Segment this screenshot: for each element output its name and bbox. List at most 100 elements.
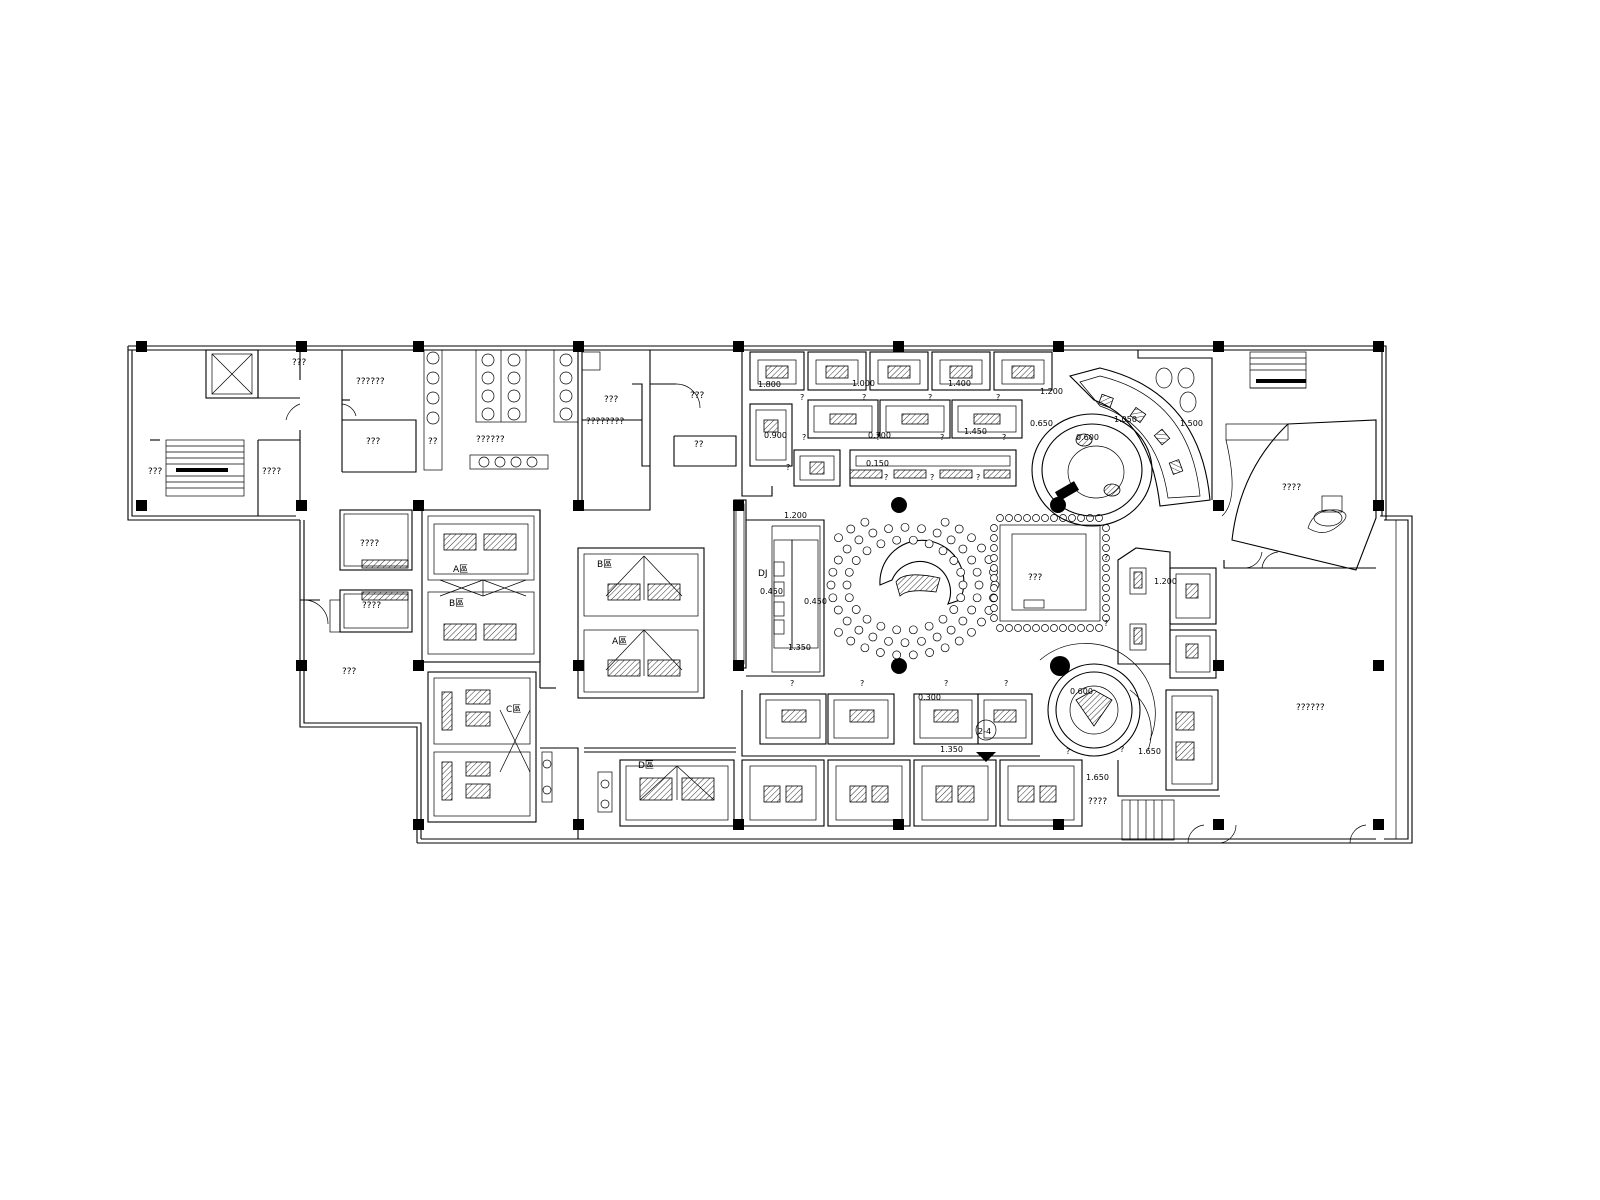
seat-dot	[949, 556, 959, 565]
seat-dot	[967, 627, 976, 637]
level-label: 1.050	[1114, 415, 1137, 424]
seat-dot	[828, 567, 838, 577]
room-label: ????	[362, 601, 381, 611]
seat-dot	[1068, 514, 1076, 522]
seat-dot	[1102, 564, 1110, 572]
room-label: ???	[342, 667, 357, 677]
level-label: 1.000	[852, 379, 875, 388]
room-label: ???	[366, 437, 381, 447]
question-mark: ?	[1104, 553, 1108, 562]
room-label: ???	[604, 395, 619, 405]
seat-dot	[990, 574, 998, 582]
level-label: 0.900	[764, 431, 787, 440]
seat-dot	[1032, 514, 1040, 522]
level-label: 0.450	[804, 597, 827, 606]
seat-dot	[860, 643, 870, 653]
booth-label: B區	[449, 598, 464, 609]
seat-dot	[854, 535, 864, 545]
booth-labels: A區 B區 B區 A區 C區 D區 DJ	[449, 559, 768, 771]
left-wing	[150, 349, 417, 516]
level-label: 0.650	[1030, 419, 1053, 428]
seat-dot	[844, 593, 854, 603]
room-label: ??	[694, 440, 704, 450]
booth-label: D區	[638, 760, 654, 771]
seat-dot	[868, 528, 878, 538]
seat-dot	[1068, 624, 1076, 632]
seat-dot	[868, 632, 878, 642]
seat-dot	[1102, 544, 1110, 552]
question-mark: ?	[1104, 619, 1108, 628]
seat-dot	[990, 524, 998, 532]
seat-dot	[854, 625, 864, 635]
seat-dot	[826, 580, 836, 590]
seat-dot	[977, 543, 986, 553]
level-label: 0.600	[1076, 433, 1099, 442]
seat-dot	[1014, 624, 1022, 632]
seat-dot	[900, 522, 910, 532]
seat-dot	[924, 539, 934, 549]
seat-dot	[1102, 604, 1110, 612]
right-side-rooms	[1117, 547, 1217, 679]
seat-dot	[958, 616, 968, 626]
level-label: 0.450	[760, 587, 783, 596]
seat-dot	[833, 555, 843, 565]
question-mark: ?	[940, 433, 944, 442]
level-label: 1.350	[788, 643, 811, 652]
booth-label: C區	[506, 704, 521, 715]
question-mark: ?	[876, 433, 880, 442]
room-label: ??	[428, 437, 438, 447]
seat-dot	[954, 524, 964, 534]
seat-dot	[990, 604, 998, 612]
level-label: 1.650	[1086, 773, 1109, 782]
booth-label: B區	[597, 559, 612, 570]
room-label: ???	[1028, 573, 1043, 583]
vip-rooms-top	[741, 350, 1053, 497]
seat-dot	[977, 617, 986, 627]
level-label: 1.800	[758, 380, 781, 389]
level-label: 1.400	[948, 379, 971, 388]
seat-dot	[940, 517, 950, 527]
seat-dot	[860, 517, 870, 527]
room-label: ????	[360, 539, 379, 549]
seat-dot	[892, 625, 902, 635]
seat-dot	[956, 567, 966, 577]
level-label: 1.200	[784, 511, 807, 520]
seat-dot	[851, 605, 861, 614]
seat-dot	[834, 627, 843, 637]
question-mark: ?	[1004, 679, 1008, 688]
seat-dot	[846, 636, 856, 646]
top-right-lounge	[1221, 351, 1377, 571]
seat-dot	[967, 533, 976, 543]
seat-dot	[842, 580, 852, 590]
level-label: 0.700	[868, 431, 891, 440]
question-marks: ? ? ? ? ? ? ? ? ? ? ? ? ? ? ? ? ? ? ? ?	[786, 393, 1124, 756]
seat-dot	[842, 616, 852, 626]
level-label: 1.200	[1040, 387, 1063, 396]
seat-dot	[1102, 584, 1110, 592]
seat-dot	[938, 546, 948, 556]
level-label: 0.150	[866, 459, 889, 468]
round-bar-upper	[1031, 350, 1213, 527]
stair-treads-left	[166, 445, 244, 489]
seat-dot	[1041, 514, 1049, 522]
seat-dot	[834, 533, 843, 543]
seat-dot	[940, 643, 950, 653]
level-label: 0.300	[918, 693, 941, 702]
question-mark: ?	[976, 473, 980, 482]
seat-dot	[1086, 624, 1094, 632]
seat-dot	[1005, 624, 1013, 632]
seat-dot	[846, 524, 856, 534]
room-label: ????????	[586, 417, 624, 427]
seat-dot	[1014, 514, 1022, 522]
section-marker-label: 2-4	[978, 727, 991, 736]
seat-dot	[884, 636, 893, 646]
question-mark: ?	[800, 393, 804, 402]
seat-dot	[990, 564, 998, 572]
level-label: 1.450	[964, 427, 987, 436]
seat-dot	[828, 593, 838, 603]
seat-dot	[958, 580, 968, 590]
seat-dot	[990, 554, 998, 562]
seat-dot	[925, 648, 934, 657]
question-mark: ?	[928, 393, 932, 402]
seat-dot	[956, 593, 966, 603]
